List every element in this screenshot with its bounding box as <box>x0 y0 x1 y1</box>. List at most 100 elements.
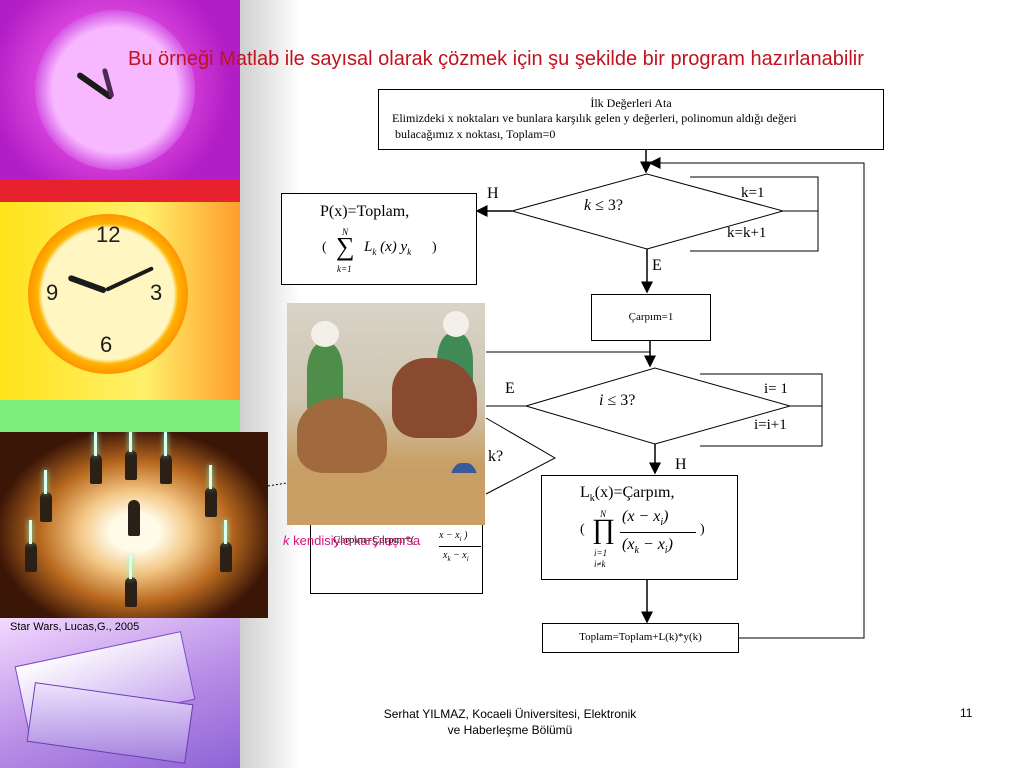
label-i-init: i= 1 <box>764 381 788 397</box>
yellow-clock-face <box>28 214 188 374</box>
result-label: P(x)=Toplam, <box>320 203 410 220</box>
den-mid: − x <box>638 536 665 553</box>
carpim-init-label: Çarpım=1 <box>628 311 674 323</box>
jedi-figure <box>205 487 217 517</box>
lightsaber <box>164 432 167 456</box>
decision-i-condition: i ≤ 3? <box>599 392 635 410</box>
cu-den-mid: − x <box>450 550 467 561</box>
lightsaber <box>209 465 212 489</box>
slide-title: Bu örneği Matlab ile sayısal olarak çözm… <box>128 48 864 70</box>
jedi-figure <box>25 542 37 572</box>
decision-i-rest: ≤ 3? <box>603 392 636 409</box>
term-y-sub: k <box>407 247 412 257</box>
page-number: 11 <box>960 706 973 720</box>
painting-turban <box>311 321 339 347</box>
painting-turban <box>443 311 469 337</box>
num-text: (x − x <box>622 508 661 525</box>
lk-sub: k <box>589 493 595 505</box>
label-yes-2: E <box>505 380 515 397</box>
lagrange-label: Lk(x)=Çarpım, <box>580 484 674 504</box>
footer-author: Serhat YILMAZ, Kocaeli Üniversitesi, Ele… <box>340 706 680 738</box>
jedi-figure <box>220 542 232 572</box>
toplam-update-box: Toplam=Toplam+L(k)*y(k) <box>542 623 739 653</box>
label-no-2: H <box>675 456 687 473</box>
decision-k-var: k <box>584 197 592 214</box>
result-term: Lk (x) yk <box>364 239 411 257</box>
fraction-denominator: (xk − xi) <box>622 536 673 557</box>
magenta-clock-image <box>0 0 240 180</box>
jedi-figure <box>40 492 52 522</box>
prod-upper-limit: N <box>600 509 607 519</box>
fraction-numerator: (x − xi) <box>622 508 669 529</box>
carpim-init-box: Çarpım=1 <box>591 294 711 341</box>
cu-den: x <box>443 550 448 561</box>
painting-horse <box>392 358 477 438</box>
sum-upper-limit: N <box>342 227 349 237</box>
lk-open-paren: ( <box>580 522 585 537</box>
cu-den-sub: k <box>447 555 451 563</box>
miniature-painting-image <box>287 303 485 525</box>
clock-numerals: 12 <box>96 222 121 247</box>
clock-numerals: 9 <box>46 280 59 305</box>
clock-numerals: 3 <box>150 280 163 305</box>
footer-line-2: ve Haberleşme Bölümü <box>447 723 573 737</box>
note-body: kendisiyle karşılaşırsa <box>293 533 421 548</box>
fraction-bar <box>620 532 696 533</box>
jedi-figure <box>125 450 137 480</box>
prod-symbol: ∏ <box>592 514 616 545</box>
init-description: Elimizdeki x noktaları ve bunlara karşıl… <box>392 111 797 125</box>
cu-num: x − x <box>439 530 460 541</box>
image-caption: Star Wars, Lucas,G., 2005 <box>10 621 140 633</box>
toplam-update-label: Toplam=Toplam+L(k)*y(k) <box>579 631 702 643</box>
lightsaber <box>44 470 47 494</box>
note-var: k <box>283 533 290 548</box>
lightsaber <box>129 432 132 452</box>
label-no-1: H <box>487 185 499 202</box>
term-L: L <box>364 239 373 255</box>
jedi-figure <box>128 500 140 536</box>
label-k-init: k=1 <box>741 185 765 201</box>
cu-den-sub2: i <box>466 555 469 563</box>
lk-L: L <box>580 484 590 501</box>
painting-camel <box>297 398 387 473</box>
prod-lower-limit-1: i=1 <box>594 548 608 558</box>
decision-k-condition: k ≤ 3? <box>584 197 623 215</box>
decision-k-rest: ≤ 3? <box>591 197 623 214</box>
star-wars-image <box>0 432 268 618</box>
carpim-update-numerator: x − xi ) <box>439 530 468 543</box>
term-arg: (x) y <box>380 239 408 255</box>
lightsaber <box>29 520 32 544</box>
init-values-box: İlk Değerleri Ata Elimizdeki x noktaları… <box>378 89 884 150</box>
lightsaber <box>224 520 227 544</box>
result-box: P(x)=Toplam, ( N ∑ k=1 Lk (x) yk ) <box>281 193 477 285</box>
decision-i-var: i <box>599 392 604 409</box>
term-L-sub: k <box>372 247 377 257</box>
footer-line-1: Serhat YILMAZ, Kocaeli Üniversitesi, Ele… <box>383 707 637 721</box>
yellow-clock-image: 12 3 9 6 <box>0 202 240 400</box>
lightsaber <box>129 555 132 579</box>
red-band <box>0 180 240 202</box>
label-k-increment: k=k+1 <box>727 225 767 241</box>
lk-rest: (x)=Çarpım, <box>594 484 675 501</box>
result-close-paren: ) <box>432 240 437 255</box>
label-yes-1: E <box>652 257 662 274</box>
clock-numerals: 6 <box>100 332 113 357</box>
carpim-fraction-bar <box>439 546 481 547</box>
lagrange-term-box: Lk(x)=Çarpım, ( N ∏ i=1 i≠k (x − xi) (xk… <box>541 475 738 580</box>
den-text: (x <box>622 536 635 553</box>
carpim-update-label: Çarpım=Çarpım*( <box>333 534 415 546</box>
jedi-figure <box>90 454 102 484</box>
magenta-clock-face <box>35 10 195 170</box>
note-text: k kendisiyle karşılaşırsa <box>283 533 420 548</box>
carpim-update-box: Çarpım=Çarpım*( x − xi ) xk − xi <box>310 519 483 594</box>
num-sub: i <box>660 517 664 529</box>
jedi-figure <box>160 454 172 484</box>
lightsaber <box>94 432 97 456</box>
lk-close-paren: ) <box>700 522 705 537</box>
books-image <box>0 618 240 768</box>
prod-lower-limit-2: i≠k <box>594 559 606 569</box>
init-description-cont: bulacağımız x noktası, Toplam=0 <box>395 127 556 141</box>
jedi-figure <box>125 577 137 607</box>
sum-symbol: ∑ <box>336 232 355 261</box>
